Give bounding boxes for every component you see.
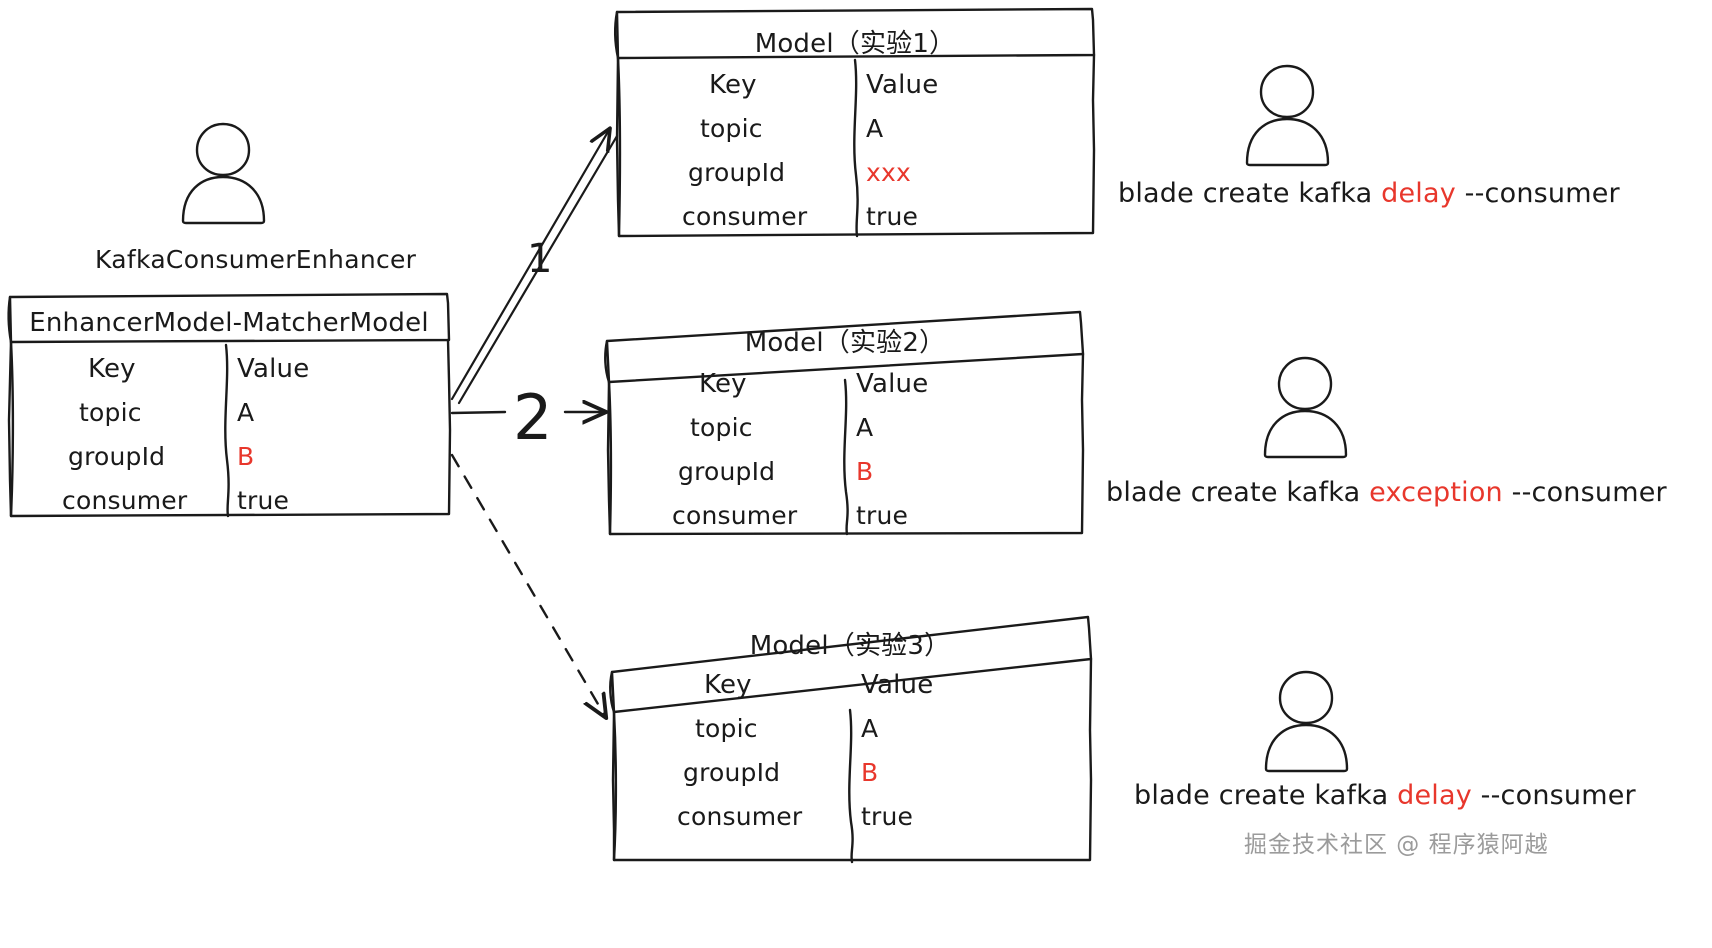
command-suffix: --consumer — [1455, 178, 1620, 209]
person-icon-enhancer — [181, 122, 266, 225]
person-icon-cmd-1 — [1245, 64, 1330, 167]
model2-row-value: A — [856, 413, 874, 442]
model3-row-key: consumer — [677, 802, 803, 831]
model2-row-value: B — [856, 457, 874, 486]
command-suffix: --consumer — [1471, 780, 1636, 811]
command-suffix: --consumer — [1502, 477, 1667, 508]
model3-col-value: Value — [861, 670, 934, 700]
model1-row-value: xxx — [866, 158, 911, 187]
source-table-col-value: Value — [237, 354, 310, 384]
command-keyword: exception — [1369, 477, 1503, 508]
source-table-row-value: true — [237, 486, 290, 515]
model3-col-key: Key — [704, 670, 752, 700]
model2-row-key: groupId — [678, 457, 776, 486]
model3-row-value: A — [861, 714, 879, 743]
model1-row-key: consumer — [682, 202, 808, 231]
source-table-row-value: A — [237, 398, 255, 427]
model1-row-key: topic — [700, 114, 763, 143]
model1-row-key: groupId — [688, 158, 786, 187]
model1-col-value: Value — [866, 70, 939, 100]
source-table-row-value: B — [237, 442, 255, 471]
command-prefix: blade create kafka — [1134, 780, 1398, 811]
command-keyword: delay — [1397, 780, 1472, 811]
model1-col-key: Key — [709, 70, 757, 100]
model3-row-value: B — [861, 758, 879, 787]
model1-title: Model（实验1） — [754, 29, 956, 59]
command-line-3: blade create kafka delay --consumer — [1134, 780, 1636, 811]
model2-title: Model（实验2） — [744, 328, 946, 358]
arrow-to-model3 — [450, 453, 605, 716]
source-table-row-key: consumer — [62, 486, 188, 515]
step-number-1: 1 — [527, 236, 553, 282]
watermark: 掘金技术社区 @ 程序猿阿越 — [1244, 832, 1549, 858]
source-table-col-key: Key — [88, 354, 136, 384]
model3-row-key: topic — [695, 714, 758, 743]
command-line-1: blade create kafka delay --consumer — [1118, 178, 1620, 209]
command-prefix: blade create kafka — [1118, 178, 1382, 209]
model1-row-value: A — [866, 114, 884, 143]
actor-label: KafkaConsumerEnhancer — [95, 245, 417, 274]
source-table-row-key: topic — [79, 398, 142, 427]
model2-row-key: consumer — [672, 501, 798, 530]
source-table-row-key: groupId — [68, 442, 166, 471]
model2-col-key: Key — [699, 369, 747, 399]
model1-row-value: true — [866, 202, 919, 231]
source-table-title: EnhancerModel-MatcherModel — [29, 308, 429, 338]
model3-row-key: groupId — [683, 758, 781, 787]
model2-col-value: Value — [856, 369, 929, 399]
model2-row-key: topic — [690, 413, 753, 442]
command-keyword: delay — [1381, 178, 1456, 209]
model3-row-value: true — [861, 802, 914, 831]
step-number-2: 2 — [513, 381, 553, 454]
model2-row-value: true — [856, 501, 909, 530]
person-icon-cmd-2 — [1263, 356, 1348, 459]
model3-title: Model（实验3） — [749, 631, 951, 661]
command-prefix: blade create kafka — [1106, 477, 1370, 508]
command-line-2: blade create kafka exception --consumer — [1106, 477, 1667, 508]
person-icon-cmd-3 — [1264, 670, 1349, 773]
